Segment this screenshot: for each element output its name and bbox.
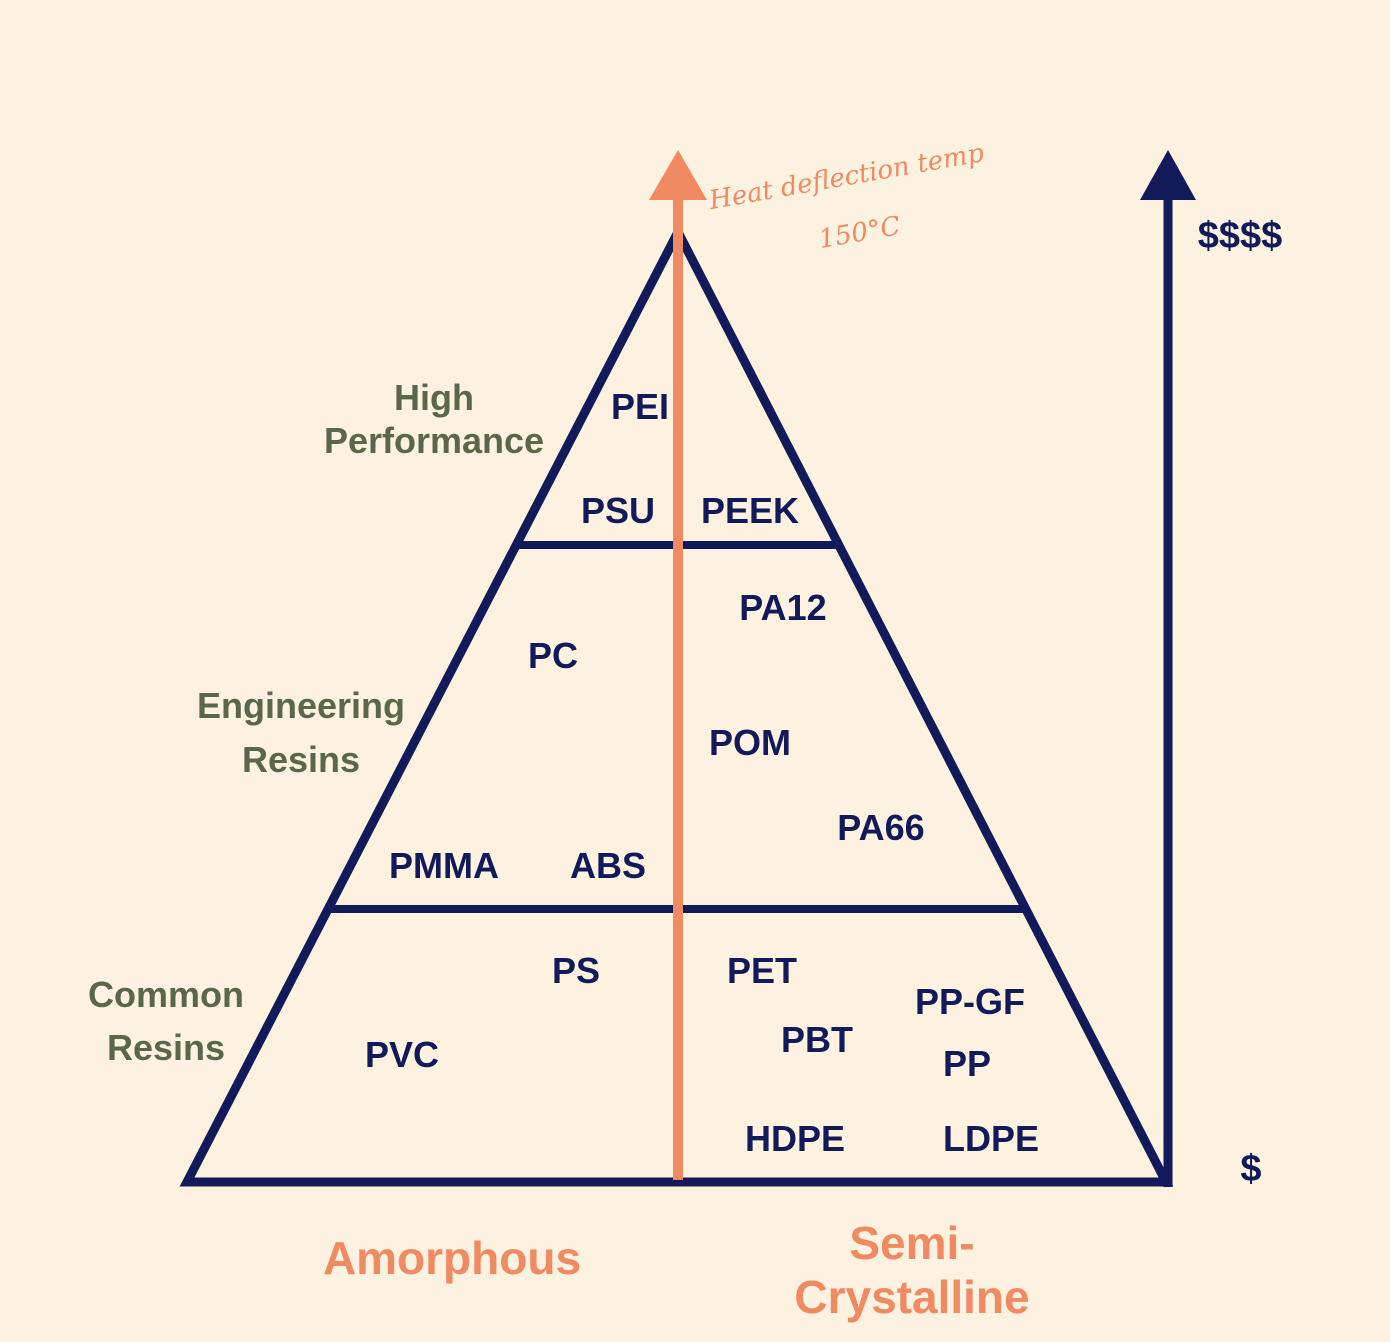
pyramid-outline — [179, 222, 1174, 1187]
polymer-pp: PP — [943, 1043, 991, 1084]
polymer-pom: POM — [709, 722, 791, 763]
polymer-peek: PEEK — [701, 490, 799, 531]
heat-deflection-label: Heat deflection temp — [706, 138, 986, 216]
tier-label-engineering-2: Resins — [242, 739, 360, 780]
tier-label-common-1: Common — [88, 974, 244, 1015]
tier-label-engineering-1: Engineering — [197, 685, 405, 726]
cost-arrowhead — [1140, 150, 1196, 200]
heat-deflection-arrowhead — [649, 150, 707, 200]
polymer-pc: PC — [528, 635, 578, 676]
polymer-ps: PS — [552, 950, 600, 991]
polymer-hdpe: HDPE — [745, 1118, 845, 1159]
tier-label-high-2: Performance — [324, 420, 544, 461]
polymer-ldpe: LDPE — [943, 1118, 1039, 1159]
polymer-pa66: PA66 — [837, 807, 924, 848]
polymer-pbt: PBT — [781, 1019, 853, 1060]
polymer-abs: ABS — [570, 845, 646, 886]
polymer-pet: PET — [727, 950, 797, 991]
tier-label-common-2: Resins — [107, 1027, 225, 1068]
polymer-pmma: PMMA — [389, 845, 499, 886]
cost-high-label: $$$$ — [1198, 215, 1283, 257]
tier-label-high-1: High — [394, 377, 474, 418]
class-label-semi-1: Semi- — [849, 1217, 974, 1269]
class-label-semi-2: Crystalline — [794, 1271, 1029, 1323]
polymer-pa12: PA12 — [739, 587, 826, 628]
class-label-amorphous: Amorphous — [323, 1232, 581, 1284]
heat-deflection-value: 150°C — [816, 211, 903, 255]
polymer-pei: PEI — [611, 386, 669, 427]
polymer-pp-gf: PP-GF — [915, 981, 1025, 1022]
polymer-pvc: PVC — [365, 1034, 439, 1075]
cost-low-label: $ — [1240, 1148, 1261, 1190]
polymer-psu: PSU — [581, 490, 655, 531]
